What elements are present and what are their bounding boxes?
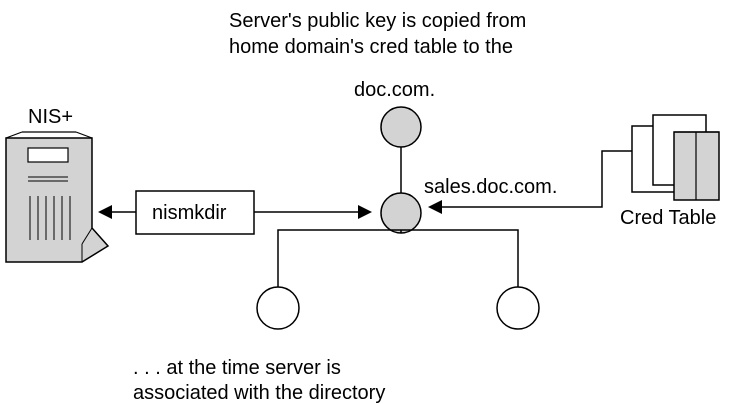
caption-bottom-line1: . . . at the time server is bbox=[133, 357, 341, 379]
caption-bottom-line2: associated with the directory bbox=[133, 382, 385, 404]
cred-table-label: Cred Table bbox=[620, 207, 716, 229]
child-node-right bbox=[496, 286, 540, 330]
caption-top-line1: Server's public key is copied from bbox=[229, 10, 526, 32]
nismkdir-label: nismkdir bbox=[152, 202, 227, 224]
arrow-to-server bbox=[98, 205, 136, 219]
child-branch-connector bbox=[277, 229, 519, 287]
root-domain-node bbox=[380, 106, 422, 148]
nis-server-icon bbox=[5, 131, 110, 263]
subdomain-node bbox=[380, 192, 422, 234]
arrow-to-subdomain bbox=[254, 205, 372, 219]
root-domain-label: doc.com. bbox=[354, 79, 435, 101]
subdomain-label: sales.doc.com. bbox=[424, 176, 557, 198]
arrow-from-cred-table bbox=[428, 150, 632, 214]
server-label: NIS+ bbox=[28, 106, 73, 128]
child-node-left bbox=[256, 286, 300, 330]
cred-table-icon bbox=[631, 114, 720, 201]
caption-top-line2: home domain's cred table to the bbox=[229, 36, 513, 58]
nismkdir-command-box: nismkdir bbox=[135, 190, 255, 235]
